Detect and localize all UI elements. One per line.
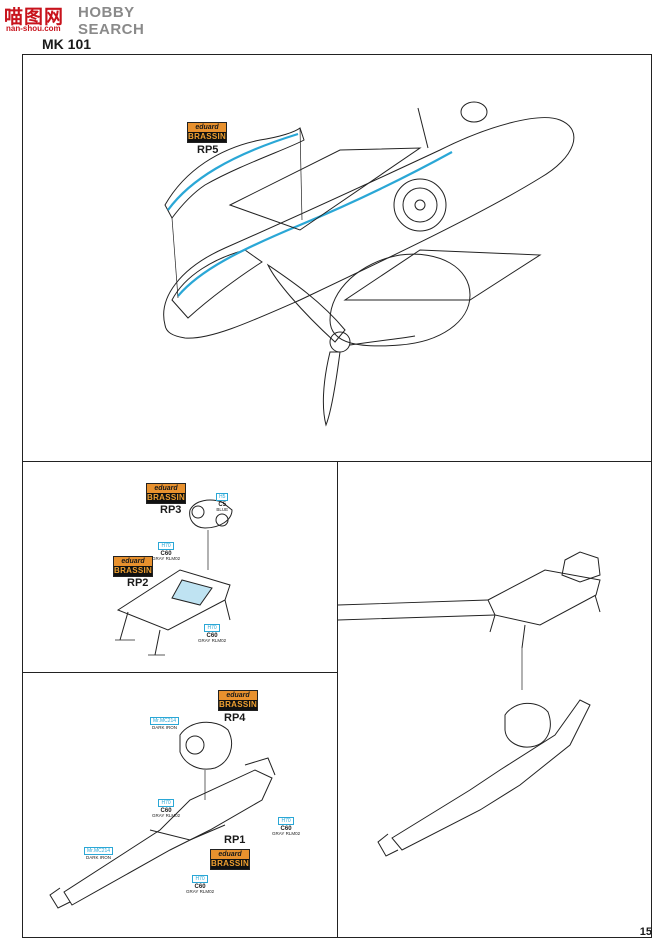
tail-spike <box>417 107 429 149</box>
color-callout-dark-iron-rp1: Mr.MC214 DARK IRON <box>84 840 114 861</box>
color-callout-c60-rp1-lower: H70 C60 GRAY RLM02 <box>186 875 215 894</box>
part-label-rp1: RP1 <box>224 834 246 846</box>
watermark-brand-b: HOBBY SEARCH <box>78 4 145 38</box>
brassin-logo-rp3: eduard BRASSIN <box>146 483 186 504</box>
color-callout-c60-rp3: H70 C60 GRAY RLM02 <box>152 542 181 561</box>
watermark-url: nan-shou.com <box>6 24 61 33</box>
brassin-logo-rp1: eduard BRASSIN <box>210 849 250 870</box>
rp1-cannon <box>63 769 273 906</box>
tail-ring <box>460 101 488 123</box>
panel-assembled <box>337 461 652 938</box>
watermark-logo: 喵图网 HOBBY SEARCH nan-shou.com <box>4 2 174 38</box>
rp4-drum <box>179 721 232 770</box>
part-label-rp2: RP2 <box>127 577 149 589</box>
color-callout-c60-rp2: H70 C60 GRAY RLM02 <box>198 624 227 643</box>
propeller-blade-3 <box>349 335 416 346</box>
aircraft-fuselage <box>163 117 575 339</box>
brassin-logo-rp5: eduard BRASSIN <box>187 122 227 143</box>
propeller-blade-2 <box>322 351 341 427</box>
color-callout-c60-rp1-upper: H70 C60 GRAY RLM02 <box>152 799 181 818</box>
spinner <box>329 331 351 353</box>
callout-wedge <box>337 599 496 621</box>
propeller-blade-1 <box>266 263 346 343</box>
color-callout-c60-rp1-right: H70 C60 GRAY RLM02 <box>272 817 301 836</box>
part-label-rp5: RP5 <box>197 144 219 156</box>
assembled-cradle <box>487 569 601 626</box>
assembled-drum <box>504 702 551 748</box>
color-callout-c5: H5 C5 BLUE <box>216 493 229 512</box>
part-label-rp3: RP3 <box>160 504 182 516</box>
watermark-brand-a: 喵图网 <box>4 7 65 28</box>
rp3-part <box>189 499 233 529</box>
rp5-canopy-part <box>164 127 305 219</box>
page-number: 15 <box>639 926 652 938</box>
brassin-logo-rp4: eduard BRASSIN <box>218 690 258 711</box>
rp2-cradle <box>116 569 231 631</box>
assembled-cannon <box>391 699 591 851</box>
engine-nacelle <box>329 253 471 347</box>
wing-left <box>228 147 422 231</box>
wing-right <box>343 249 542 301</box>
part-label-rp4: RP4 <box>224 712 246 724</box>
page-title: MK 101 <box>42 36 92 52</box>
canopy-stripe <box>177 151 453 297</box>
canopy-frame <box>171 249 263 319</box>
radiator <box>393 178 447 232</box>
color-callout-dark-iron-rp4: Mr.MC214 DARK IRON <box>150 710 180 731</box>
brassin-logo-rp2: eduard BRASSIN <box>113 556 153 577</box>
